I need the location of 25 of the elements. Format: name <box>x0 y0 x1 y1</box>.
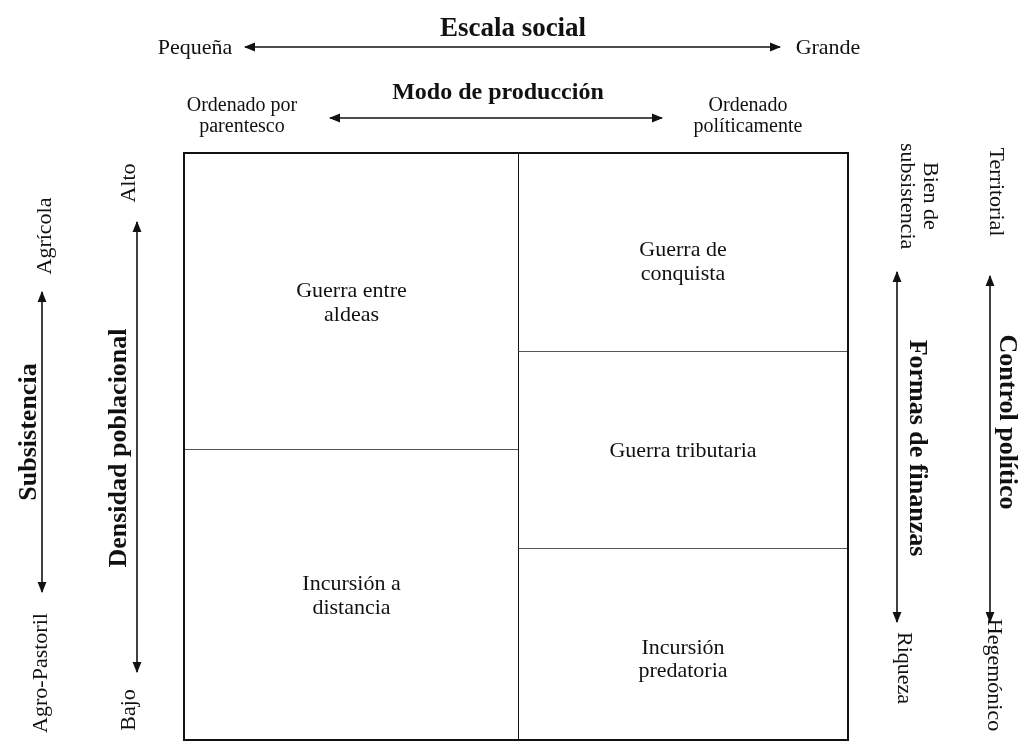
axis-title: Control político <box>994 334 1021 510</box>
axis-end-label: Agro-Pastoril <box>28 613 52 733</box>
axis-end-label: Riqueza <box>893 631 917 705</box>
cell-text: Guerra de conquista <box>638 237 728 284</box>
axis-title: Formas de finanzas <box>904 339 932 557</box>
axis-end-label: Ordenado por parentesco <box>185 94 299 136</box>
axis-end-label: Alto <box>116 163 140 203</box>
axis-title: Subsistencia <box>14 363 42 501</box>
axis-end-label: Bajo <box>116 689 140 731</box>
axis-end-label: Pequeña <box>157 35 233 59</box>
axis-title: Escala social <box>439 12 587 42</box>
cell-text: Guerra entre aldeas <box>295 278 408 325</box>
axis-end-label: Ordenado políticamente <box>692 94 804 136</box>
cell-text: Incursión predatoria <box>637 634 729 682</box>
table-cell <box>518 351 847 548</box>
axis-title: Densidad poblacional <box>104 328 132 568</box>
axis-end-label: Territorial <box>985 147 1009 237</box>
axis-title: Modo de producción <box>392 79 604 105</box>
cell-text: Incursión a distancia <box>301 571 402 618</box>
table-cell <box>518 548 847 739</box>
axis-end-label: Agrícola <box>32 197 56 275</box>
axis-end-label: Grande <box>795 35 861 59</box>
cell-text: Guerra tributaria <box>609 438 757 462</box>
axis-end-label: Bien de subsistencia <box>896 141 944 252</box>
axis-end-label: Hegemónico <box>983 618 1007 732</box>
